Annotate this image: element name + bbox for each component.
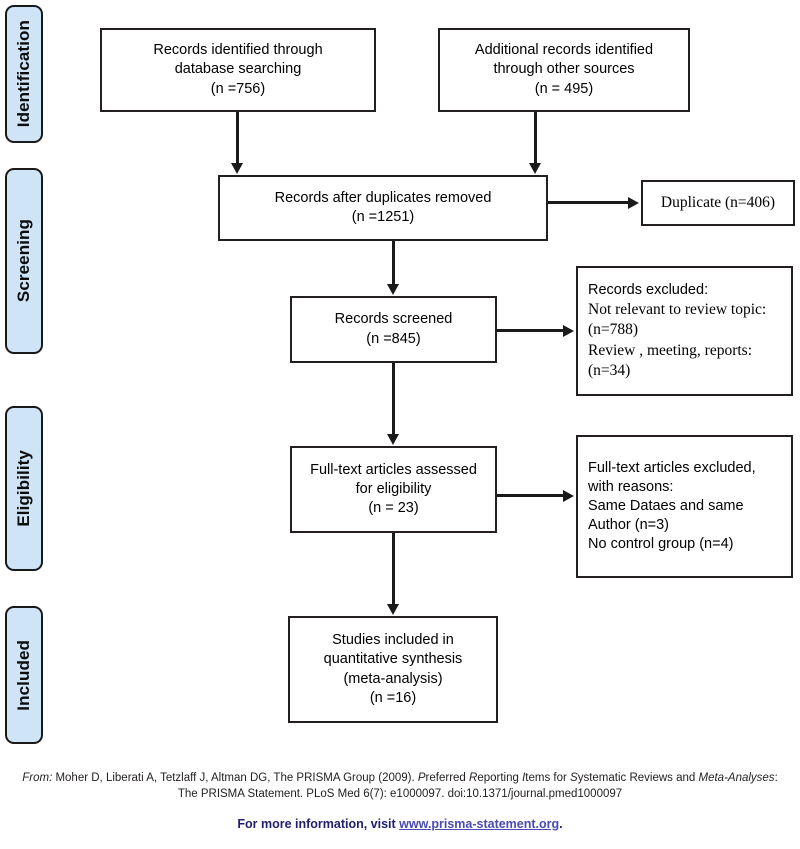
stage-tab-screening: Screening	[5, 168, 43, 354]
box-records-screened: Records screened (n =845)	[290, 296, 497, 363]
box-line: through other sources	[493, 61, 635, 78]
citation-italic2: R	[469, 772, 478, 784]
arrow-head-dedup-to-duplicate	[628, 197, 639, 209]
box-count: (n = 495)	[534, 80, 594, 97]
citation-part2: referred	[425, 772, 470, 784]
stage-tab-identification: Identification	[5, 5, 43, 143]
box-fulltext-articles-excluded: Full-text articles excluded, with reason…	[576, 435, 793, 578]
citation-part1: Moher D, Liberati A, Tetzlaff J, Altman …	[52, 772, 418, 784]
box-records-after-duplicates-removed: Records after duplicates removed (n =125…	[218, 175, 548, 241]
box-line: Full-text articles excluded,	[588, 459, 756, 476]
connector-fulltext-to-included	[392, 533, 395, 604]
connector-dedup-to-screened	[392, 241, 395, 284]
stage-tab-eligibility: Eligibility	[5, 406, 43, 571]
box-line: for eligibility	[355, 480, 432, 497]
box-line: Records screened	[334, 311, 453, 328]
connector-fulltext-to-excluded	[497, 494, 565, 497]
box-count: Duplicate (n=406)	[660, 193, 776, 211]
box-line: Not relevant to review topic:	[588, 300, 767, 318]
connector-screened-to-excluded	[497, 329, 565, 332]
citation-part6: : The PRISMA Statement. PLoS Med 6(7): e…	[177, 772, 778, 801]
box-line: (meta-analysis)	[343, 670, 443, 687]
box-count: (n=34)	[588, 362, 631, 380]
citation-part3: eporting	[477, 772, 523, 784]
box-count: (n =1251)	[351, 209, 415, 225]
box-count: (n =16)	[369, 689, 417, 706]
box-count: (n=788)	[588, 321, 639, 339]
box-records-identified-database: Records identified through database sear…	[100, 28, 376, 112]
box-line: Additional records identified	[474, 42, 654, 59]
footer: From: Moher D, Liberati A, Tetzlaff J, A…	[0, 770, 800, 831]
citation-part4: tems for	[525, 772, 571, 784]
box-count: (n =845)	[366, 330, 421, 347]
box-line: Records identified through	[153, 42, 323, 59]
box-line: Studies included in	[332, 632, 454, 649]
box-count: (n =756)	[210, 80, 266, 97]
arrow-head-db-to-dedup	[231, 163, 243, 174]
arrow-head-fulltext-to-included	[387, 604, 399, 615]
stage-label-screening: Screening	[14, 219, 33, 303]
more-info-prefix: For more information, visit	[237, 816, 400, 831]
connector-other-to-dedup	[534, 112, 537, 163]
box-fulltext-articles-assessed: Full-text articles assessed for eligibil…	[290, 446, 497, 533]
citation-from-label: From:	[22, 772, 53, 784]
more-info-suffix: .	[559, 816, 563, 831]
prisma-statement-link[interactable]: www.prisma-statement.org	[399, 816, 560, 831]
box-line: Full-text articles assessed	[310, 461, 477, 478]
box-studies-included: Studies included in quantitative synthes…	[288, 616, 498, 723]
connector-db-to-dedup	[236, 112, 239, 163]
citation-text: From: Moher D, Liberati A, Tetzlaff J, A…	[0, 770, 800, 803]
box-line: Records after duplicates removed	[274, 189, 492, 206]
box-line: quantitative synthesis	[323, 651, 463, 668]
connector-dedup-to-duplicate	[548, 201, 630, 204]
more-information-line: For more information, visit www.prisma-s…	[0, 817, 800, 831]
citation-italic1: P	[417, 772, 426, 784]
arrow-head-screened-to-excluded	[563, 325, 574, 337]
box-duplicate: Duplicate (n=406)	[641, 180, 795, 226]
box-line: database searching	[174, 61, 302, 78]
box-line: with reasons:	[588, 478, 674, 495]
citation-part5: ystematic Reviews and	[577, 772, 699, 784]
arrow-head-screened-to-fulltext	[387, 434, 399, 445]
box-line: Records excluded:	[588, 281, 709, 298]
arrow-head-fulltext-to-excluded	[563, 490, 574, 502]
citation-italic3: I	[522, 772, 526, 784]
box-line: Same Dataes and same	[588, 497, 744, 514]
stage-tab-included: Included	[5, 606, 43, 744]
arrow-head-dedup-to-screened	[387, 284, 399, 295]
citation-italic5: Meta-Analyses	[698, 772, 775, 784]
stage-label-eligibility: Eligibility	[14, 450, 33, 527]
box-line: Review , meeting, reports:	[588, 341, 752, 359]
stage-label-identification: Identification	[14, 20, 33, 128]
connector-screened-to-fulltext	[392, 363, 395, 434]
box-count: Author (n=3)	[588, 517, 670, 534]
box-count: (n = 23)	[368, 500, 419, 517]
box-additional-records-other-sources: Additional records identified through ot…	[438, 28, 690, 112]
citation-italic4: S	[570, 772, 578, 784]
box-count: No control group (n=4)	[588, 536, 734, 553]
stage-label-included: Included	[14, 639, 33, 711]
box-records-excluded: Records excluded: Not relevant to review…	[576, 266, 793, 396]
arrow-head-other-to-dedup	[529, 163, 541, 174]
